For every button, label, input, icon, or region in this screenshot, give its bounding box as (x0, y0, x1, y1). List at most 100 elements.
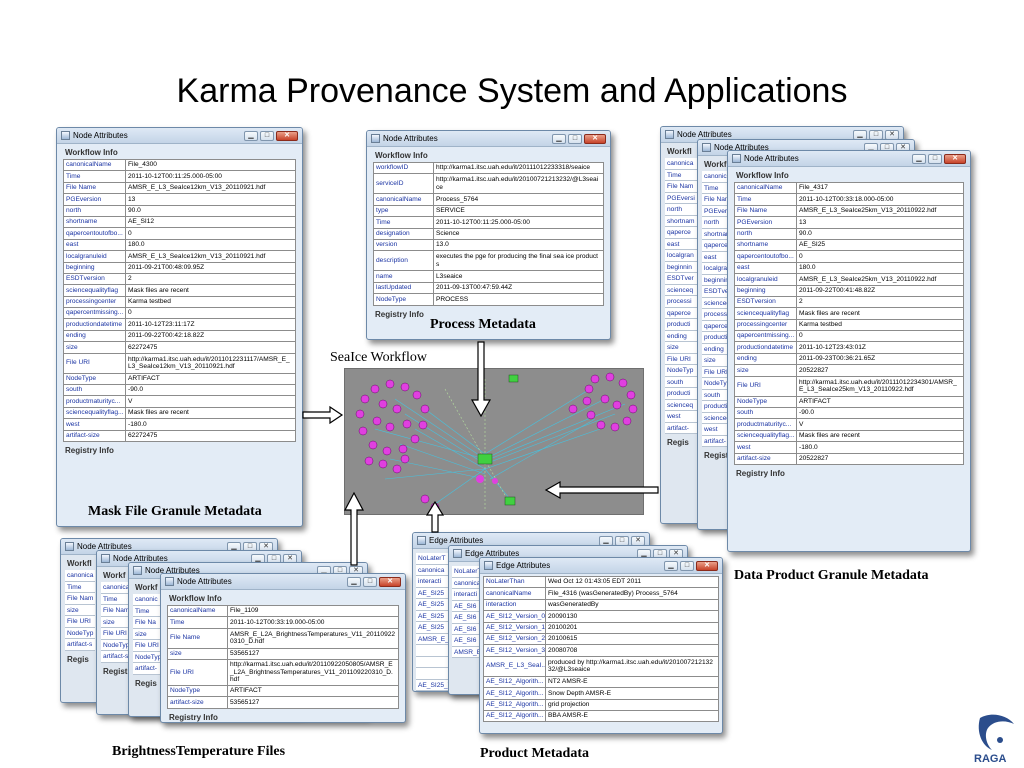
minimize-icon[interactable]: ▁ (347, 576, 361, 587)
table-row[interactable]: qapercentmissing...0 (63, 307, 296, 320)
minimize-icon[interactable]: ▁ (599, 535, 613, 546)
attribute-value[interactable]: AMSR_E_L2A_BrightnessTemperatures_V11_20… (227, 627, 399, 649)
attribute-value[interactable]: 53565127 (227, 696, 399, 709)
table-row[interactable]: AE_SI12_Algorith...NT2 AMSR-E (483, 675, 719, 689)
window-titlebar[interactable]: Node Attributes ▁ □ ✕ (367, 131, 610, 147)
attribute-value[interactable]: V (796, 418, 964, 431)
attribute-value[interactable]: 2011-09-21T00:48:09.95Z (125, 261, 296, 274)
window-titlebar[interactable]: Node Attributes ▁ □ ✕ (728, 151, 970, 167)
attribute-value[interactable]: 13 (796, 216, 964, 229)
attribute-value[interactable]: AE_SI12 (125, 215, 296, 229)
attribute-value[interactable]: executes the pge for producing the final… (433, 250, 604, 272)
table-row[interactable]: qapercentmissing...0 (734, 330, 964, 343)
attribute-value[interactable]: 2 (796, 295, 964, 309)
registry-info-label[interactable]: Regist (704, 451, 729, 460)
attribute-value[interactable]: 20522827 (796, 452, 964, 466)
attribute-value[interactable]: AMSR_E_L3_SeaIce12km_V13_20110921.hdf (125, 181, 296, 195)
node-attributes-window-data-product[interactable]: Node Attributes ▁ □ ✕ Workflow Info cano… (727, 150, 971, 552)
attribute-value[interactable]: File_4317 (796, 181, 964, 195)
attribute-value[interactable]: Mask files are recent (125, 284, 296, 297)
attribute-value[interactable]: 20100201 (545, 621, 719, 634)
attribute-value[interactable]: 2011-10-12T00:33:18.000-05:00 (796, 193, 964, 206)
attribute-value[interactable]: grid projection (545, 698, 719, 711)
minimize-icon[interactable]: ▁ (912, 153, 926, 164)
maximize-icon[interactable]: □ (363, 576, 377, 587)
attribute-value[interactable]: Mask files are recent (796, 307, 964, 320)
attribute-value[interactable]: -90.0 (796, 407, 964, 420)
attribute-value[interactable]: ARTIFACT (796, 395, 964, 409)
table-row[interactable]: productmaturityc...V (63, 395, 296, 408)
window-titlebar[interactable]: Node Attributes ▁ □ ✕ (161, 574, 405, 590)
attribute-value[interactable]: Snow Depth AMSR-E (545, 687, 719, 700)
attribute-value[interactable]: 2011-09-13T00:47:59.44Z (433, 281, 604, 295)
registry-info-label[interactable]: Registry Info (736, 468, 785, 478)
attribute-value[interactable]: L3seaice (433, 270, 604, 283)
workflow-graph-canvas[interactable] (345, 369, 645, 516)
attribute-value[interactable]: 2011-10-12T00:11:25.000-05:00 (125, 170, 296, 183)
minimize-icon[interactable]: ▁ (552, 133, 566, 144)
close-icon[interactable]: ✕ (885, 129, 899, 140)
table-row[interactable]: west-180.0 (734, 441, 964, 454)
attribute-value[interactable]: 180.0 (796, 261, 964, 275)
attribute-value[interactable]: 2011-09-23T00:36:21.65Z (796, 352, 964, 366)
attribute-value[interactable]: 13 (125, 193, 296, 206)
attribute-value[interactable]: 20080708 (545, 644, 719, 657)
attribute-value[interactable]: -90.0 (125, 384, 296, 397)
attribute-value[interactable]: 2 (125, 272, 296, 286)
table-row[interactable]: qapercentoutofbo...0 (734, 250, 964, 263)
attribute-value[interactable]: AMSR_E_L3_SeaIce25km_V13_20110922.hdf (796, 204, 964, 218)
minimize-icon[interactable]: ▁ (664, 560, 678, 571)
node-attributes-window-mask[interactable]: Node Attributes ▁ □ ✕ Workflow Info cano… (56, 127, 303, 527)
window-titlebar[interactable]: Edge Attributes ▁ □ ✕ (480, 558, 722, 574)
table-row[interactable]: AE_SI12_Algorith...grid projection (483, 698, 719, 711)
attribute-value[interactable]: 13.0 (433, 238, 604, 252)
attribute-value[interactable]: 0 (796, 250, 964, 263)
attribute-value[interactable]: http://karma1.itsc.uah.edu/it/2011101223… (796, 375, 964, 397)
node-attributes-window-brightness[interactable]: Node Attributes ▁ □ ✕ Workflow Info cano… (160, 573, 406, 723)
attribute-value[interactable]: Mask files are recent (125, 406, 296, 420)
attribute-value[interactable]: http://karma1.itsc.uah.edu/it/2010072121… (433, 173, 604, 195)
attribute-value[interactable]: Karma testbed (125, 295, 296, 309)
attribute-value[interactable]: produced by http://karma1.itsc.uah.edu/i… (545, 655, 719, 677)
close-icon[interactable]: ✕ (944, 153, 966, 164)
attribute-value[interactable]: File_1109 (227, 604, 399, 618)
close-icon[interactable]: ✕ (631, 535, 645, 546)
attribute-value[interactable]: V (125, 395, 296, 408)
